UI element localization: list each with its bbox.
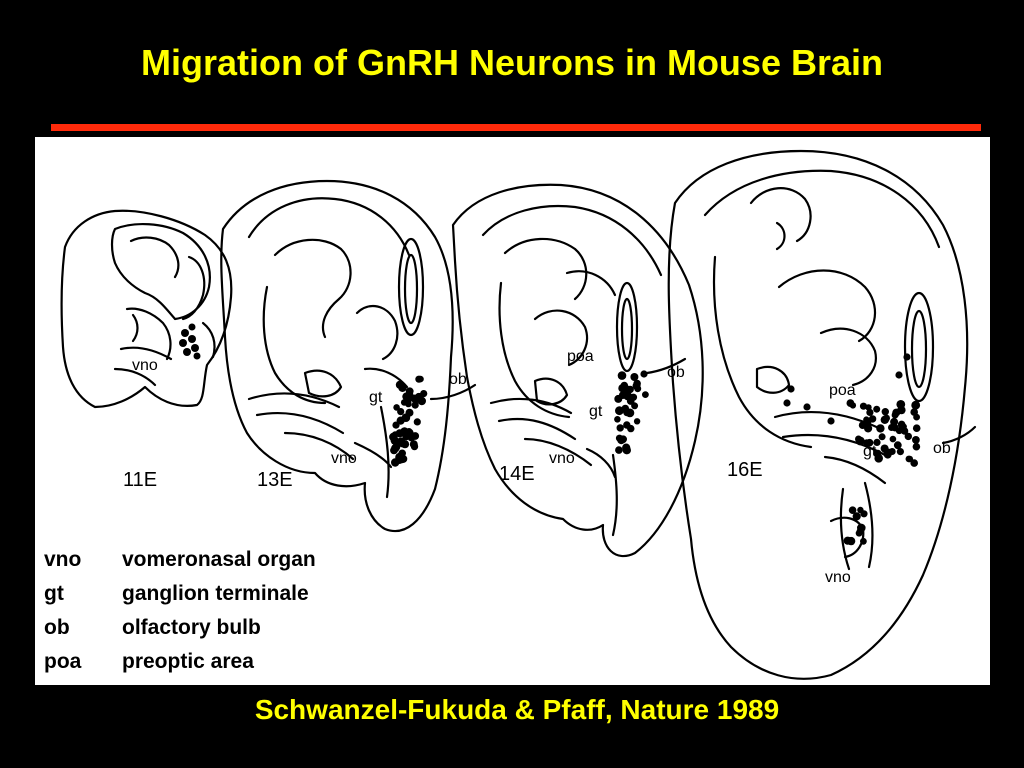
legend-abbr: poa (44, 650, 82, 673)
brain-sections-diagram: vno 11E ob (60, 149, 977, 680)
section-e16-neurons (783, 353, 921, 546)
section-e16-stage-label: 16E (727, 459, 763, 481)
section-e16-gt-label: gt (863, 443, 877, 460)
section-e11-outline (60, 209, 233, 409)
section-e14-ob-label: ob (667, 364, 685, 381)
section-e16-poa-label: poa (829, 382, 856, 399)
section-e16-ob-label: ob (933, 440, 951, 457)
section-e13: ob gt vno 13E (220, 179, 477, 532)
title-divider (51, 124, 981, 131)
section-e13-vno-label: vno (331, 450, 357, 467)
section-e14-outline (451, 183, 704, 558)
section-e14-neurons (614, 370, 649, 455)
section-e14-stage-label: 14E (499, 463, 535, 485)
section-e14-vno-label: vno (549, 450, 575, 467)
abbreviation-legend: vno vomeronasal organ gt ganglion terminal… (44, 543, 316, 679)
citation: Schwanzel-Fukuda & Pfaff, Nature 1989 (254, 694, 780, 725)
legend-row: gt ganglion terminale (44, 577, 316, 611)
figure-panel: vno 11E ob (35, 137, 990, 685)
legend-row: vno vomeronasal organ (44, 543, 316, 577)
legend-term: olfactory bulb (122, 616, 261, 639)
section-e14-gt-label: gt (589, 403, 603, 420)
section-e11-neurons (179, 323, 201, 360)
legend-abbr: ob (44, 616, 70, 639)
legend-term: preoptic area (122, 650, 254, 673)
legend-row: ob olfactory bulb (44, 611, 316, 645)
slide-title: Migration of GnRH Neurons in Mouse Brain (140, 42, 883, 83)
section-e16-vno-label: vno (825, 569, 851, 586)
section-e13-gt-label: gt (369, 389, 383, 406)
legend-abbr: gt (44, 582, 64, 605)
legend-term: ganglion terminale (122, 582, 309, 605)
legend-abbr: vno (44, 548, 82, 571)
legend-term: vomeronasal organ (122, 548, 316, 571)
legend-row: poa preoptic area (44, 645, 316, 679)
section-e11-vno-label: vno (132, 357, 158, 374)
section-e13-neurons (389, 375, 428, 467)
section-e16: poa gt ob vno 16E (667, 149, 977, 680)
section-e11-stage-label: 11E (123, 469, 157, 491)
section-e13-stage-label: 13E (257, 469, 293, 491)
section-e13-outline (220, 179, 477, 532)
section-e13-ob-label: ob (449, 371, 467, 388)
section-e14: poa ob gt vno 14E (451, 183, 704, 558)
section-e14-poa-label: poa (567, 348, 594, 365)
section-e11: vno 11E (60, 209, 233, 491)
section-e16-outline (667, 149, 977, 680)
